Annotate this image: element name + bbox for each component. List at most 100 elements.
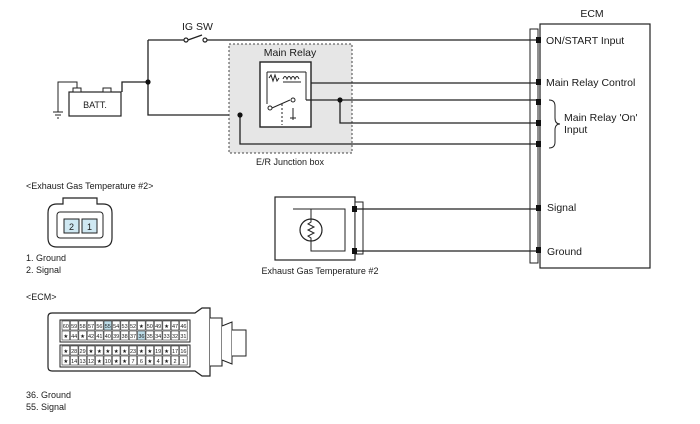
ecm-pin-label: 56 <box>96 324 102 330</box>
ecm-pin-label: 53 <box>122 324 128 330</box>
ecm-pin-label: ★ <box>122 349 127 355</box>
junction-box-label: E/R Junction box <box>256 157 325 167</box>
sensor-pin-2-label: 2 <box>69 222 74 232</box>
ecm-pin-cell <box>145 345 154 356</box>
ecm-pin-label: 16 <box>180 349 186 355</box>
ig-sw-label: IG SW <box>182 21 213 33</box>
relay-coil-sides <box>266 72 307 86</box>
ecm-pin-label: ★ <box>147 359 152 365</box>
battery-terminal-neg <box>72 87 82 93</box>
ecm-title: ECM <box>580 8 603 20</box>
ecm-pin-label: 35 <box>147 334 153 340</box>
main-relay-label: Main Relay <box>264 47 317 59</box>
ecm-pin-cell <box>120 345 129 356</box>
ecm-pin-cell <box>137 320 146 331</box>
ecm-pin-cell <box>137 330 146 341</box>
relay-resistor <box>268 73 280 83</box>
ecm-pin-cell <box>70 345 79 356</box>
ecm-box <box>539 23 651 269</box>
sensor-pin-1-label: 1 <box>87 222 92 232</box>
sensor-terminal-signal <box>352 206 357 212</box>
sensor-pin-desc-2: 2. Signal <box>26 265 61 275</box>
ecm-pin-cell <box>137 345 146 356</box>
sensor-connector <box>354 201 364 255</box>
ecm-pin-cell <box>112 330 121 341</box>
terminal-relay-on-2 <box>536 120 541 126</box>
ecm-pin-cell <box>145 330 154 341</box>
ecm-pin-label: 19 <box>155 349 161 355</box>
terminal-on-start <box>536 37 541 43</box>
relay-contact-b <box>290 97 296 103</box>
ecm-pin-cell <box>128 320 138 331</box>
ecm-pin-cell <box>95 345 104 356</box>
ecm-pin-label: ★ <box>97 359 102 365</box>
ecm-pin-cell <box>95 355 104 366</box>
sensor-pin-desc-1: 1. Ground <box>26 253 66 263</box>
ecm-pin-cell <box>95 330 104 341</box>
ig-sw-blade <box>187 34 203 41</box>
ecm-pin-cell <box>170 345 180 356</box>
ecm-pin-label: 29 <box>80 349 86 355</box>
ecm-connector-title: <ECM> <box>26 292 57 302</box>
ecm-pin-cell <box>170 320 180 331</box>
sensor-terminal-ground <box>352 248 357 254</box>
ecm-pin-label: 58 <box>80 324 86 330</box>
ecm-pin-label: 55 <box>105 324 111 330</box>
ecm-pin-label: 17 <box>172 349 178 355</box>
ecm-pin-cell <box>78 330 87 341</box>
battery-label: BATT. <box>83 100 107 110</box>
ecm-pin-label: 38 <box>122 334 128 340</box>
ecm-pin-cell <box>61 330 70 341</box>
ecm-pin-cell <box>103 355 112 366</box>
ecm-pin-on-start: ON/START Input <box>546 35 624 47</box>
ecm-pin-label: 10 <box>105 359 111 365</box>
ecm-pin-cell <box>154 320 163 331</box>
battery-terminal-pos <box>102 87 112 93</box>
ecm-pin-label: 13 <box>80 359 86 365</box>
ecm-pin-label: 6 <box>140 359 143 365</box>
ecm-pin-cell <box>112 345 121 356</box>
wire-batt-ground <box>57 81 78 112</box>
ecm-pin-cell <box>120 330 129 341</box>
ecm-pin-relay-control: Main Relay Control <box>546 77 635 89</box>
ecm-pin-label: 49 <box>155 324 161 330</box>
terminal-ground <box>536 247 541 253</box>
ecm-pin-cell <box>78 355 87 366</box>
ecm-pin-cell <box>145 355 154 366</box>
ecm-pin-label: ★ <box>63 359 68 365</box>
ecm-pin-label: 50 <box>147 324 153 330</box>
sensor-connector-pin-1 <box>81 218 98 234</box>
ecm-pin-cell <box>162 320 171 331</box>
junction-dot-batt <box>145 79 151 85</box>
ecm-pin-cell <box>86 345 96 356</box>
ecm-pin-cell <box>162 330 171 341</box>
ecm-pin-label: 42 <box>88 334 94 340</box>
sensor-connector-title: <Exhaust Gas Temperature #2> <box>26 181 153 191</box>
ecm-pin-desc-1: 36. Ground <box>26 390 71 400</box>
ecm-pin-label: 41 <box>96 334 102 340</box>
ecm-pin-label: ★ <box>139 324 144 330</box>
ecm-pin-signal: Signal <box>547 202 576 214</box>
ecm-pin-label: 14 <box>71 359 77 365</box>
ecm-pin-cell <box>179 320 188 331</box>
terminal-relay-on-1 <box>536 99 541 105</box>
ecm-pin-label: ★ <box>80 334 85 340</box>
ecm-pin-cell <box>86 330 96 341</box>
ecm-pin-cell <box>103 330 112 341</box>
junction-dot-jb-right <box>337 97 343 103</box>
ecm-pin-label: 54 <box>113 324 119 330</box>
ecm-pin-cell <box>70 330 79 341</box>
ecm-pin-label: 44 <box>71 334 77 340</box>
ecm-pin-label: 60 <box>63 324 69 330</box>
sensor-label: Exhaust Gas Temperature #2 <box>262 266 379 276</box>
relay-contact-a <box>267 105 273 111</box>
ecm-pin-cell <box>162 355 171 366</box>
wire-batt-positive <box>121 81 148 92</box>
ecm-pin-cell <box>61 345 70 356</box>
ecm-pin-label: ★ <box>164 324 169 330</box>
ground-icon <box>53 111 63 119</box>
ecm-pin-cell <box>162 345 171 356</box>
